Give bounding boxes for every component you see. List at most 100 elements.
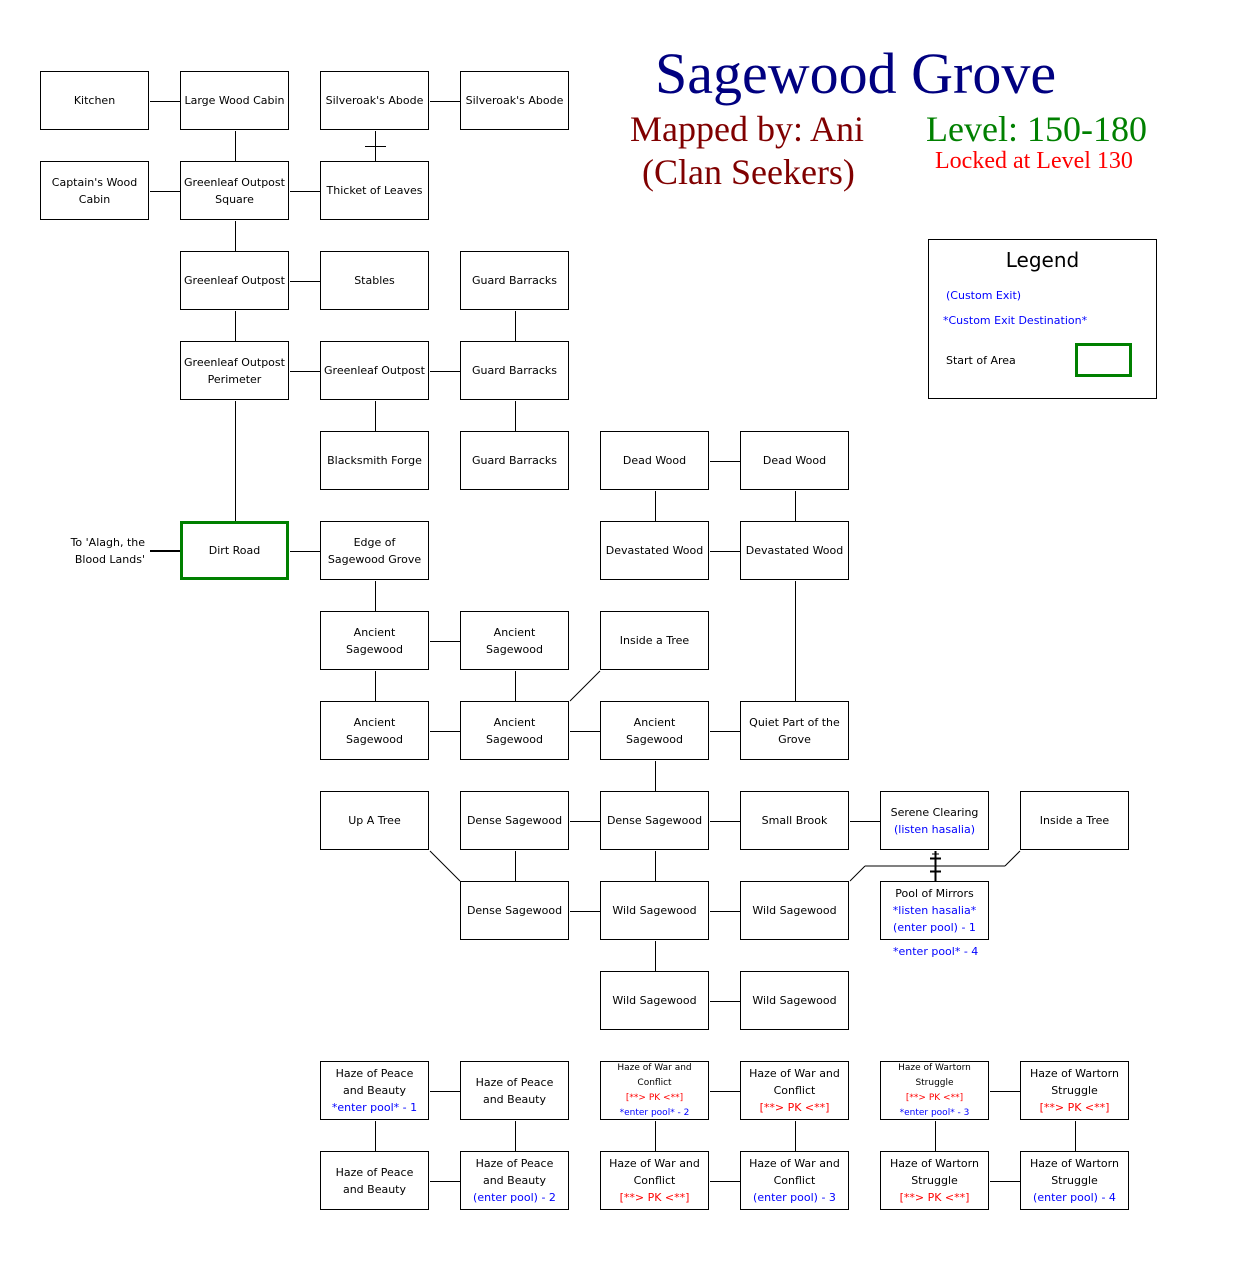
room-name: Haze of Wartorn Struggle [890, 1157, 979, 1187]
locked-level: Locked at Level 130 [935, 148, 1133, 174]
room-name: Stables [354, 274, 395, 287]
room: Inside a Tree [1020, 791, 1129, 850]
custom-exit-label: *enter pool* - 1 [331, 1101, 418, 1114]
room: Dense Sagewood [460, 791, 569, 850]
room: Haze of Peace and Beauty(enter pool) - 2 [460, 1151, 569, 1210]
room-name: Greenleaf Outpost Perimeter [184, 355, 285, 386]
connection-line [429, 850, 461, 882]
exit-note-text: To 'Alagh, the Blood Lands' [70, 536, 145, 566]
room: Ancient Sagewood [460, 701, 569, 760]
pk-warning: [**> PK <**] [619, 1191, 690, 1204]
room-name: Wild Sagewood [752, 994, 837, 1007]
room-name: Ancient Sagewood [346, 625, 403, 656]
room: Large Wood Cabin [180, 71, 289, 130]
room: Silveroak's Abode [460, 71, 569, 130]
room: Greenleaf Outpost [180, 251, 289, 310]
custom-exit-label: (enter pool) - 3 [753, 1191, 836, 1204]
room-name: Devastated Wood [605, 544, 704, 557]
mapped-by: Mapped by: Ani [630, 109, 864, 149]
legend-custom-exit: (Custom Exit) [946, 289, 1022, 302]
room-start-dirt-road: Dirt Road [180, 521, 289, 580]
room-name: Ancient Sagewood [486, 715, 543, 746]
room-name: Silveroak's Abode [465, 94, 564, 107]
room-name: Devastated Wood [745, 544, 844, 557]
room: Small Brook [740, 791, 849, 850]
legend-start-of-area: Start of Area [946, 354, 1016, 367]
room-name: Inside a Tree [1039, 814, 1110, 827]
room: Greenleaf Outpost Square [180, 161, 289, 220]
room-name: Haze of Wartorn Struggle [898, 1062, 971, 1088]
room: Stables [320, 251, 429, 310]
room-name: Haze of Peace and Beauty [475, 1075, 554, 1106]
room: Ancient Sagewood [600, 701, 709, 760]
room-name: Wild Sagewood [612, 994, 697, 1007]
legend-start-swatch [1075, 343, 1132, 377]
room: Ancient Sagewood [320, 701, 429, 760]
exit-note-blood-lands: To 'Alagh, the Blood Lands' [55, 534, 145, 568]
room-name: Haze of Wartorn Struggle [1030, 1157, 1119, 1187]
room-name: Pool of Mirrors [895, 887, 974, 900]
room: Haze of Wartorn Struggle[**> PK <**] [1020, 1061, 1129, 1120]
room-name: Dead Wood [762, 454, 827, 467]
room: Haze of Peace and Beauty [320, 1151, 429, 1210]
room: Haze of Wartorn Struggle [**> PK <**] [880, 1151, 989, 1210]
room: Haze of Wartorn Struggle (enter pool) - 4 [1020, 1151, 1129, 1210]
room: Up A Tree [320, 791, 429, 850]
room-name: Kitchen [73, 94, 116, 107]
custom-exit-label: (enter pool) - 4 [1033, 1191, 1116, 1204]
connection-line [1004, 850, 1021, 867]
room-name: Wild Sagewood [612, 904, 697, 917]
room: Haze of War and Conflict(enter pool) - 3 [740, 1151, 849, 1210]
room: Haze of War and Conflict [**> PK <**] [600, 1151, 709, 1210]
room: Haze of Peace and Beauty [460, 1061, 569, 1120]
room-name: Edge of Sagewood Grove [327, 535, 422, 566]
room: Blacksmith Forge [320, 431, 429, 490]
room: Guard Barracks [460, 431, 569, 490]
room: Dead Wood [600, 431, 709, 490]
room: Devastated Wood [740, 521, 849, 580]
room: Wild Sagewood [600, 971, 709, 1030]
room: Guard Barracks [460, 341, 569, 400]
room-name: Haze of Peace and Beauty [475, 1157, 554, 1187]
room: Haze of War and Conflict[**> PK <**]*ent… [600, 1061, 709, 1120]
room-name: Up A Tree [348, 814, 401, 827]
room-name: Inside a Tree [619, 634, 690, 647]
room: Quiet Part of the Grove [740, 701, 849, 760]
custom-exit-label: *enter pool* - 2 [619, 1107, 690, 1118]
room: Haze of Wartorn Struggle [**> PK <**] *ent… [880, 1061, 989, 1120]
pk-warning: [**> PK <**] [625, 1092, 684, 1103]
pk-warning: [**> PK <**] [759, 1101, 830, 1114]
room-name: Serene Clearing [890, 805, 979, 819]
connection-line [569, 670, 601, 702]
room: Guard Barracks [460, 251, 569, 310]
room: Pool of Mirrors*listen hasalia*(enter po… [880, 881, 989, 940]
clan-name: (Clan Seekers) [642, 152, 855, 192]
room: Inside a Tree [600, 611, 709, 670]
room: Devastated Wood [600, 521, 709, 580]
pk-warning: [**> PK <**] [905, 1092, 964, 1103]
custom-exit-label: (enter pool) - 1 [893, 921, 976, 934]
room-name: Dense Sagewood [606, 814, 703, 827]
custom-exit-label: *enter pool* - 3 [899, 1107, 970, 1118]
room: Edge of Sagewood Grove [320, 521, 429, 580]
room: Silveroak's Abode [320, 71, 429, 130]
pk-warning: [**> PK <**] [899, 1191, 970, 1204]
room: Greenleaf Outpost Perimeter [180, 341, 289, 400]
room-name: Silveroak's Abode [325, 94, 424, 107]
room-name: Greenleaf Outpost [184, 274, 285, 287]
room: Wild Sagewood [740, 971, 849, 1030]
legend-title: Legend [1005, 248, 1080, 272]
legend: Legend (Custom Exit) *Custom Exit Destin… [928, 239, 1157, 399]
room-name: Guard Barracks [471, 364, 558, 377]
room: Haze of War and Conflict [**> PK <**] [740, 1061, 849, 1120]
room-name: Captain's Wood Cabin [51, 175, 138, 206]
room-name: Haze of War and Conflict [749, 1067, 840, 1097]
room-name: Thicket of Leaves [326, 184, 423, 197]
room-name: Ancient Sagewood [486, 625, 543, 656]
room-name: Quiet Part of the Grove [749, 715, 840, 746]
room-name: Wild Sagewood [752, 904, 837, 917]
room-name: Ancient Sagewood [346, 715, 403, 746]
room-name: Haze of War and Conflict [609, 1157, 700, 1187]
room-name: Haze of Peace and Beauty [335, 1165, 414, 1196]
room-name: Haze of Wartorn Struggle [1030, 1067, 1119, 1097]
